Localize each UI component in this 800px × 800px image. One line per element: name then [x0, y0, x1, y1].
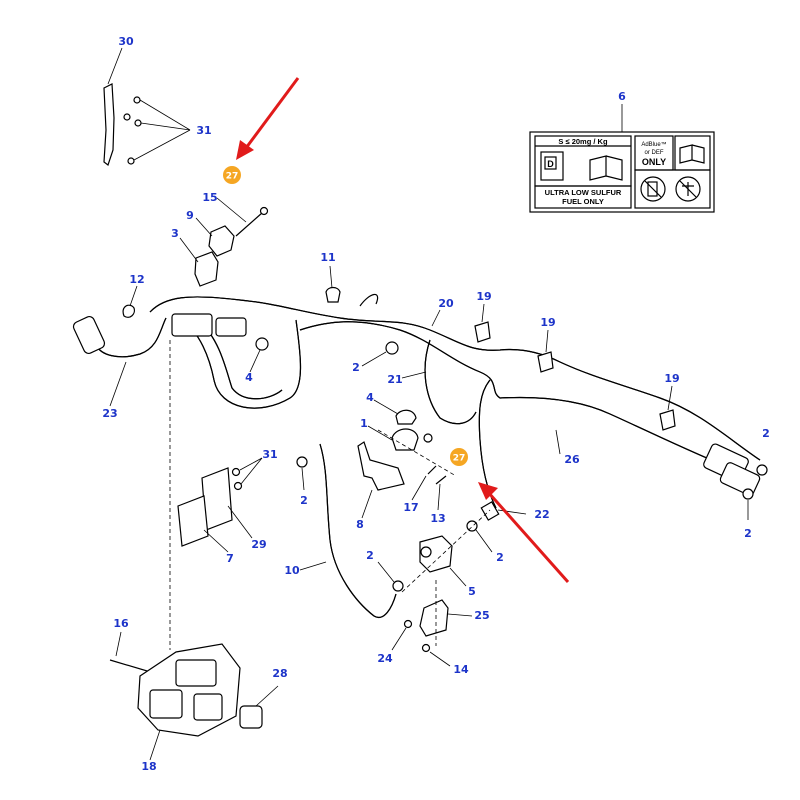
clip-4-a [249, 337, 269, 373]
badge-27-top[interactable] [223, 166, 241, 184]
callout-6[interactable]: 6 [618, 90, 626, 103]
callout-11[interactable]: 11 [320, 251, 335, 264]
red-arrow-top [236, 77, 300, 160]
clamp-1 [367, 425, 419, 451]
callout-24[interactable]: 24 [377, 652, 393, 665]
callout-2-c[interactable]: 2 [762, 427, 770, 440]
clip-19-a [474, 303, 491, 343]
decal-adblue-line2: or DEF [644, 150, 663, 156]
decal-adblue-line1: AdBlue™ [641, 141, 666, 148]
callout-28[interactable]: 28 [272, 667, 287, 680]
plate-29 [201, 467, 253, 539]
clamp-2-a [361, 341, 399, 367]
callout-21[interactable]: 21 [387, 373, 402, 386]
callout-18[interactable]: 18 [141, 760, 156, 773]
clamp-2-c [756, 464, 768, 476]
callout-26[interactable]: 26 [564, 453, 580, 466]
callout-4-b[interactable]: 4 [366, 391, 374, 404]
no-water-icon [675, 176, 701, 202]
clamp-9 [195, 217, 235, 257]
no-fuel-icon [640, 176, 666, 202]
callout-2-d[interactable]: 2 [744, 527, 752, 540]
callout-2-b[interactable]: 2 [300, 494, 308, 507]
bracket-8 [357, 441, 405, 519]
callout-8[interactable]: 8 [356, 518, 364, 531]
callout-19-a[interactable]: 19 [476, 290, 491, 303]
callout-10[interactable]: 10 [284, 564, 300, 577]
module-18 [137, 643, 241, 761]
decal-adblue-only: ONLY [642, 157, 666, 167]
clip-19-c [659, 385, 676, 431]
clip-12 [122, 285, 138, 318]
callout-19-c[interactable]: 19 [664, 372, 679, 385]
bolt-15 [216, 197, 269, 237]
callout-12[interactable]: 12 [129, 273, 144, 286]
plate-7 [177, 495, 229, 553]
cap-28 [239, 685, 279, 729]
callout-13[interactable]: 13 [430, 512, 445, 525]
decal-sulfur-limit: S ≤ 20mg / Kg [558, 137, 608, 146]
callout-15[interactable]: 15 [202, 191, 217, 204]
screws-31 [123, 96, 191, 165]
callout-5[interactable]: 5 [468, 585, 476, 598]
callout-4-a[interactable]: 4 [245, 371, 253, 384]
bolt-17 [411, 465, 437, 501]
callout-14[interactable]: 14 [453, 663, 469, 676]
callout-16[interactable]: 16 [113, 617, 129, 630]
callout-31[interactable]: 31 [196, 124, 211, 137]
callout-17[interactable]: 17 [403, 501, 418, 514]
callout-31-b[interactable]: 31 [262, 448, 277, 461]
bolt-24 [391, 619, 413, 651]
red-arrow-bottom [478, 482, 570, 583]
callout-19-b[interactable]: 19 [540, 316, 555, 329]
clamp-3 [179, 237, 219, 287]
fuel-pump-icon: D [547, 159, 554, 169]
clamp-2-b [296, 456, 308, 491]
callout-29[interactable]: 29 [251, 538, 266, 551]
valve-5 [419, 535, 467, 587]
callout-25[interactable]: 25 [474, 609, 489, 622]
bolt-13 [435, 475, 447, 511]
main-pipe-harness [72, 293, 761, 509]
manual-book-icon-2 [679, 144, 705, 164]
hose-10 [299, 443, 397, 618]
clamp-2-e [377, 561, 404, 592]
clamp-2-d [742, 488, 754, 520]
clamp-2-f [466, 520, 493, 553]
callout-3[interactable]: 3 [171, 227, 179, 240]
bracket-25 [419, 599, 473, 637]
screws-31-b [231, 457, 263, 491]
decal-fuel-line2: FUEL ONLY [562, 197, 604, 206]
clamp-4-b [373, 399, 417, 425]
callout-1[interactable]: 1 [360, 417, 368, 430]
decal-fuel-line1: ULTRA LOW SULFUR [545, 188, 622, 197]
decal-6: S ≤ 20mg / Kg D ULTRA LOW SULFUR FUEL ON… [529, 104, 715, 213]
callout-2-a[interactable]: 2 [352, 361, 360, 374]
clip-19-b [537, 329, 554, 373]
nut [423, 433, 433, 443]
callout-22[interactable]: 22 [534, 508, 549, 521]
callout-2-f[interactable]: 2 [496, 551, 504, 564]
manual-book-icon [589, 155, 623, 181]
callout-7[interactable]: 7 [226, 552, 234, 565]
bracket-30 [103, 47, 123, 166]
callout-23[interactable]: 23 [102, 407, 117, 420]
callout-9[interactable]: 9 [186, 209, 194, 222]
callout-30[interactable]: 30 [118, 35, 134, 48]
callout-20[interactable]: 20 [438, 297, 454, 310]
clip-11 [325, 265, 341, 303]
badge-27-bottom[interactable] [450, 448, 468, 466]
bolt-14 [421, 643, 451, 667]
callout-2-e[interactable]: 2 [366, 549, 374, 562]
badge-27-top-label: 27 [226, 172, 239, 182]
badge-27-bottom-label: 27 [453, 454, 466, 464]
